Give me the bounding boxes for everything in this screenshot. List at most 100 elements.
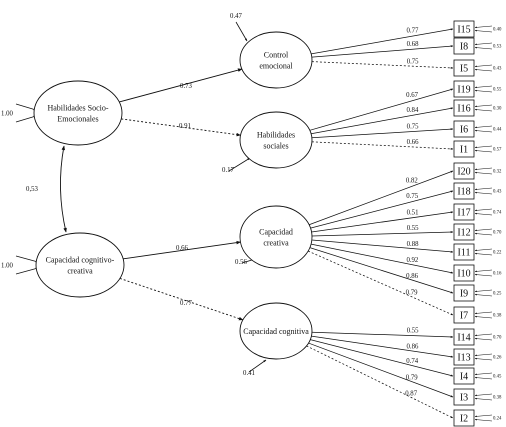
- indicator-box-I3: [453, 388, 475, 406]
- indicator-box-I4: [453, 367, 475, 385]
- loading-path-I13: [311, 335, 454, 358]
- loading-label: 0.75: [407, 58, 419, 65]
- error-label: 0.25: [493, 292, 502, 297]
- indicator-label: I18: [457, 187, 470, 198]
- loading-label: 0.75: [406, 193, 418, 200]
- error-arrow: [474, 25, 493, 29]
- indicator-label: I17: [457, 208, 470, 219]
- error-arrow: [474, 393, 493, 397]
- loading-path-I17: [311, 211, 454, 233]
- error-label: 0.45: [493, 375, 502, 380]
- loading-label: 0.77: [406, 28, 418, 35]
- latent-label-ce: emocional: [259, 62, 293, 71]
- error-label: 0.44: [493, 128, 502, 133]
- indicator-label: I13: [457, 353, 470, 364]
- error-arrow: [474, 167, 493, 171]
- latent-node-ce: [239, 31, 313, 89]
- latent-node-ccc: [35, 232, 125, 298]
- indicator-box-I12: [453, 223, 475, 241]
- structural-path-label: 0.73: [180, 83, 192, 90]
- error-label: 0.22: [493, 251, 502, 256]
- indicator-box-I20: [453, 162, 475, 180]
- structural-path-label: 0.66: [176, 245, 188, 252]
- residual-label: 0.47: [230, 13, 242, 20]
- indicator-box-I14: [453, 328, 475, 346]
- loading-path-I16: [311, 107, 454, 135]
- error-arrow: [474, 289, 493, 293]
- indicator-label: I1: [460, 145, 468, 156]
- error-arrow: [474, 46, 493, 50]
- error-arrow: [474, 397, 493, 401]
- indicator-box-I11: [453, 243, 475, 261]
- error-arrow: [474, 187, 493, 191]
- correlation-label: 0,53: [26, 186, 38, 193]
- error-arrow: [474, 315, 493, 319]
- residual-arrow: [235, 21, 248, 42]
- error-arrow: [474, 108, 493, 112]
- error-arrow: [474, 248, 493, 252]
- loading-label: 0.74: [406, 358, 418, 365]
- indicator-label: I16: [457, 104, 470, 115]
- loading-path-I18: [310, 190, 454, 229]
- error-arrow: [474, 293, 493, 297]
- loading-path-I8: [311, 45, 454, 58]
- loading-path-I3: [308, 342, 454, 398]
- indicator-label: I5: [460, 64, 468, 75]
- error-arrow: [474, 353, 493, 357]
- error-label: 0.26: [493, 356, 502, 361]
- loading-path-I14: [311, 331, 454, 338]
- variance-label: 1.00: [1, 263, 13, 270]
- error-label: 0.32: [493, 170, 502, 175]
- latent-node-cr: [239, 205, 313, 269]
- latent-label-hs: Habilidades: [257, 131, 295, 140]
- error-label: 0.55: [493, 88, 502, 93]
- error-arrow: [474, 372, 493, 376]
- latent-label-hse: Emocionales: [57, 115, 98, 124]
- indicator-box-I6: [453, 120, 475, 138]
- loading-label: 0.86: [406, 273, 418, 280]
- structural-path-hse-ce: [119, 68, 243, 103]
- loading-path-I11: [311, 239, 454, 253]
- error-label: 0.30: [493, 107, 502, 112]
- error-arrow: [474, 42, 493, 46]
- error-label: 0.53: [493, 45, 502, 50]
- error-arrow: [474, 29, 493, 33]
- error-label: 0.70: [493, 336, 502, 341]
- loading-label: 0.55: [407, 225, 419, 232]
- loading-label: 0.75: [407, 123, 419, 130]
- latent-label-cg: Capacidad cognitiva: [243, 327, 309, 336]
- indicator-label: I15: [457, 25, 470, 36]
- structural-path-label: 0.91: [179, 123, 191, 130]
- error-arrow: [474, 357, 493, 361]
- error-arrow: [474, 228, 493, 232]
- error-label: 0.38: [493, 314, 502, 319]
- latent-label-ccc: creativa: [67, 267, 93, 276]
- loading-path-I2: [306, 345, 454, 419]
- correlation-arrow: [60, 145, 67, 233]
- residual-arrow: [248, 359, 267, 373]
- loading-path-I7: [307, 250, 454, 316]
- error-arrow: [474, 418, 493, 422]
- error-arrow: [474, 129, 493, 133]
- indicator-label: I8: [460, 42, 468, 53]
- latent-label-cr: Capacidad: [259, 228, 293, 237]
- residual-label: 0.56: [235, 259, 247, 266]
- error-label: 0.43: [493, 190, 502, 195]
- error-arrow: [474, 145, 493, 149]
- indicator-label: I19: [457, 85, 470, 96]
- indicator-box-I7: [453, 306, 475, 324]
- indicator-box-I2: [453, 409, 475, 427]
- indicator-box-I9: [453, 284, 475, 302]
- indicator-label: I10: [457, 269, 470, 280]
- error-label: 0.70: [493, 231, 502, 236]
- loading-path-I9: [309, 247, 454, 294]
- indicator-label: I3: [460, 393, 468, 404]
- indicator-label: I20: [457, 167, 470, 178]
- loading-label: 0.68: [407, 41, 419, 48]
- error-arrow: [474, 376, 493, 380]
- error-arrow: [474, 149, 493, 153]
- indicator-box-I5: [453, 59, 475, 77]
- error-arrow: [474, 337, 493, 341]
- error-arrow: [474, 212, 493, 216]
